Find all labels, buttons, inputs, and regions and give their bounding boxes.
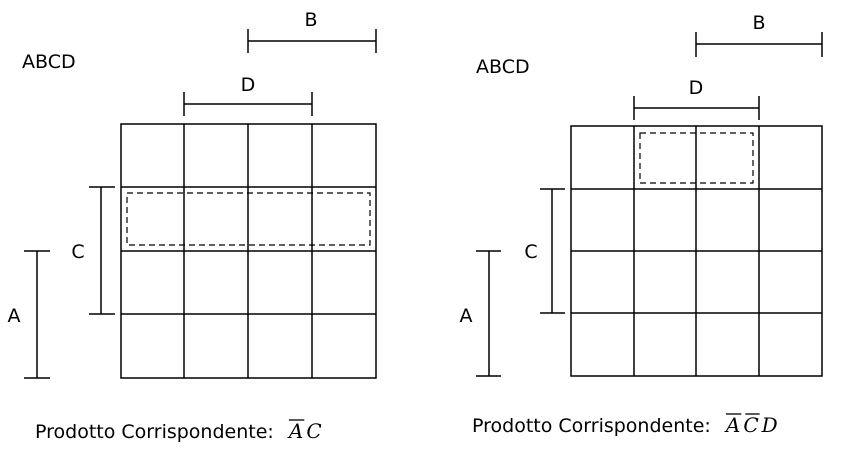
c-label: C [71,241,84,263]
product-literal: D [761,413,778,437]
implicant-group [126,192,371,246]
d-label: D [689,77,704,99]
product-literal: A [724,413,740,437]
caption-prefix: Prodotto Corrispondente: [35,421,274,443]
product-literal: A [287,419,303,443]
caption-prefix: Prodotto Corrispondente: [472,415,711,437]
karnaugh-grid [120,123,377,379]
a-label: A [8,305,21,327]
karnaugh-map-1: ABCD B D C A [8,9,377,443]
karnaugh-map-2: ABCD B D C A [460,12,823,437]
d-label: D [241,74,256,96]
b-label: B [752,12,765,34]
c-label: C [524,241,537,263]
corner-label: ABCD [476,56,530,78]
product-literal: C [743,413,758,437]
implicant-group [639,132,754,184]
product-literal: C [306,419,321,443]
karnaugh-grid [570,125,823,377]
a-label: A [460,305,473,327]
corner-label: ABCD [22,51,76,73]
b-label: B [304,9,317,31]
